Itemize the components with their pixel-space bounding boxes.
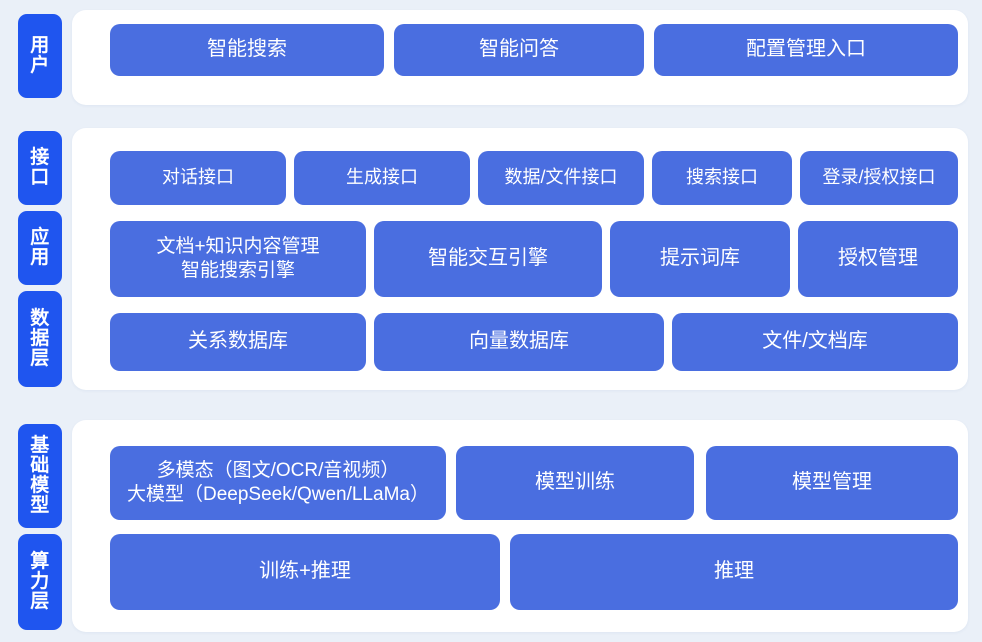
layer-tab-compute[interactable]: 算力层 (18, 534, 62, 630)
node-search-interface[interactable]: 搜索接口 (652, 151, 792, 205)
layer-tab-foundation-model-label: 基础模型 (30, 434, 50, 517)
layer-tab-compute-label: 算力层 (30, 550, 50, 613)
node-generation-interface[interactable]: 生成接口 (294, 151, 470, 205)
node-config-management-entry[interactable]: 配置管理入口 (654, 24, 958, 76)
layer-tab-data-label: 数据层 (30, 307, 50, 370)
node-intelligent-qa[interactable]: 智能问答 (394, 24, 644, 76)
layer-tab-interface-label: 接口 (30, 146, 50, 188)
node-file-document-store[interactable]: 文件/文档库 (672, 313, 958, 371)
node-intelligent-interaction-engine[interactable]: 智能交互引擎 (374, 221, 602, 297)
layer-tab-data[interactable]: 数据层 (18, 291, 62, 387)
node-training-and-inference[interactable]: 训练+推理 (110, 534, 500, 610)
node-model-training[interactable]: 模型训练 (456, 446, 694, 520)
layer-tab-user[interactable]: 用户 (18, 14, 62, 98)
layer-tab-interface[interactable]: 接口 (18, 131, 62, 205)
node-model-management[interactable]: 模型管理 (706, 446, 958, 520)
node-authorization-management[interactable]: 授权管理 (798, 221, 958, 297)
node-login-auth-interface[interactable]: 登录/授权接口 (800, 151, 958, 205)
layer-tab-application[interactable]: 应用 (18, 211, 62, 285)
node-intelligent-search[interactable]: 智能搜索 (110, 24, 384, 76)
node-prompt-library[interactable]: 提示词库 (610, 221, 790, 297)
layer-tab-foundation-model[interactable]: 基础模型 (18, 424, 62, 528)
node-dialog-interface[interactable]: 对话接口 (110, 151, 286, 205)
layer-tab-user-label: 用户 (30, 34, 50, 76)
node-relational-database[interactable]: 关系数据库 (110, 313, 366, 371)
node-data-file-interface[interactable]: 数据/文件接口 (478, 151, 644, 205)
node-vector-database[interactable]: 向量数据库 (374, 313, 664, 371)
node-inference[interactable]: 推理 (510, 534, 958, 610)
layer-tab-application-label: 应用 (30, 226, 50, 268)
node-doc-knowledge-management[interactable]: 文档+知识内容管理 智能搜索引擎 (110, 221, 366, 297)
node-multimodal-large-model[interactable]: 多模态（图文/OCR/音视频） 大模型（DeepSeek/Qwen/LLaMa） (110, 446, 446, 520)
